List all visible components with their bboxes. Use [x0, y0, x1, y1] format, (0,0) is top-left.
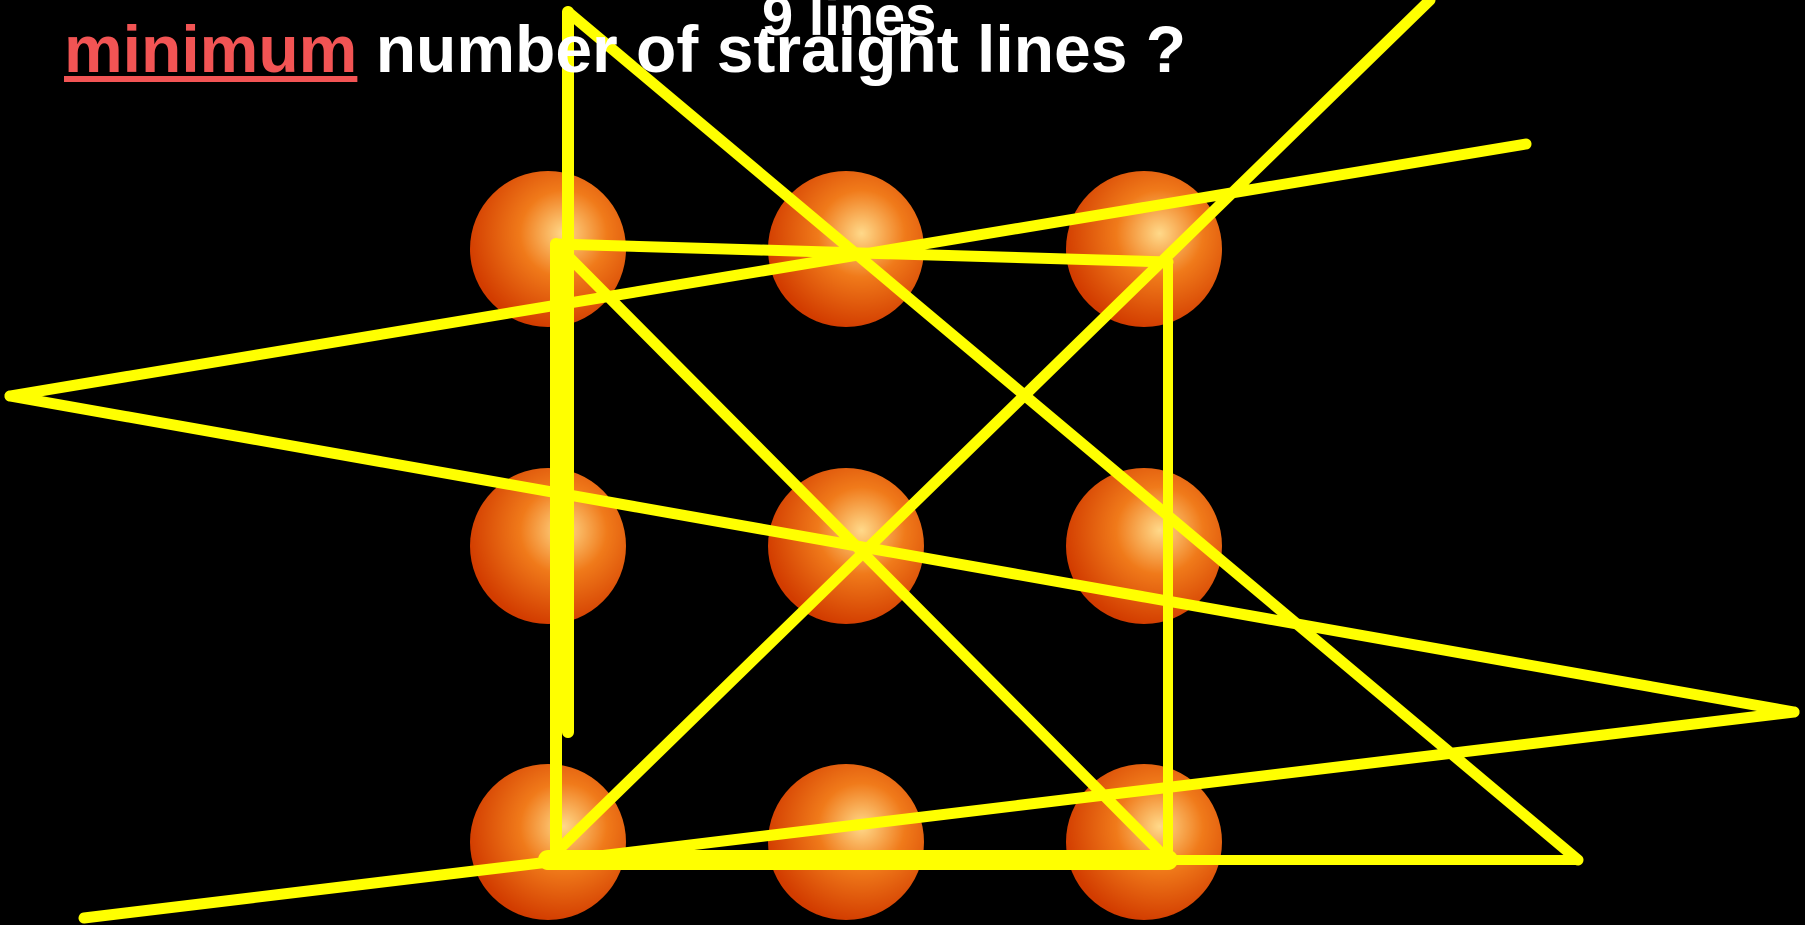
- dot: [470, 468, 626, 624]
- emphasis-word: minimum: [64, 12, 358, 86]
- path-segment: [4, 390, 1800, 718]
- question-text: number of straight lines ?: [375, 12, 1187, 86]
- dot: [470, 764, 626, 920]
- path-segment: [78, 706, 1800, 924]
- path-segment: [4, 138, 1532, 402]
- dot: [470, 171, 626, 327]
- dot: [768, 764, 924, 920]
- path-segment: [542, 0, 1436, 866]
- path-segment: [562, 6, 1584, 866]
- lines-count-label: 9 lines: [762, 0, 937, 47]
- question-heading: minimum number of straight lines ?: [64, 6, 1186, 92]
- solution-path: [4, 0, 1800, 924]
